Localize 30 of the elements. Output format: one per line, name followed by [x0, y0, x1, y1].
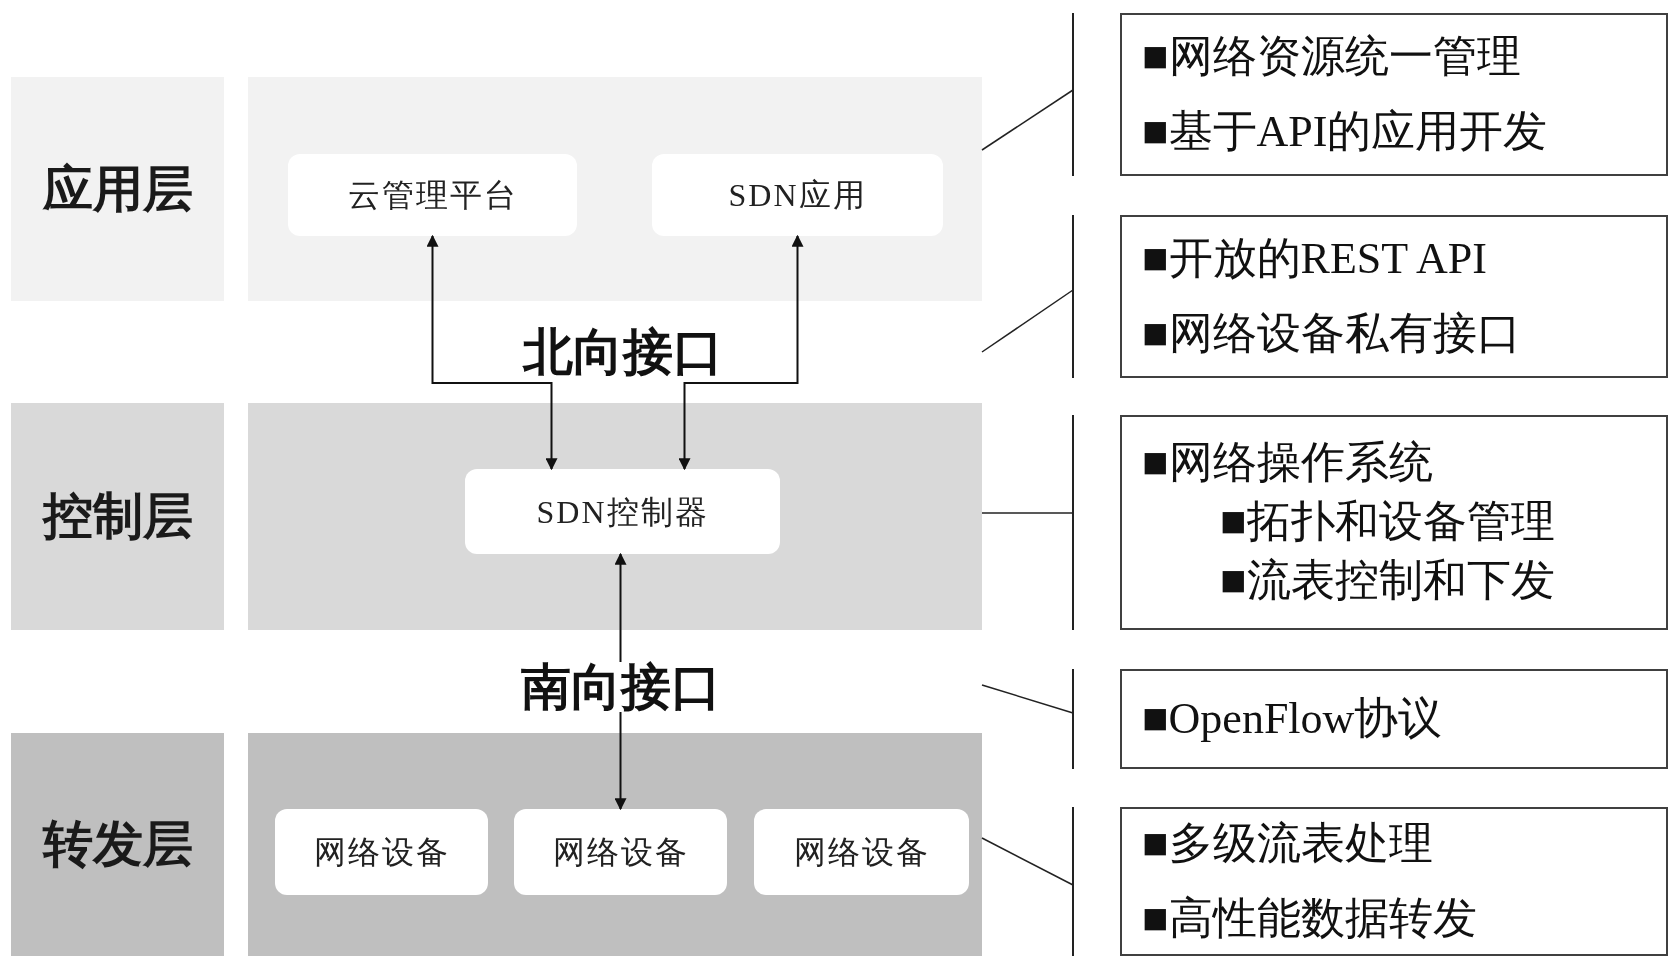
description-box: [1120, 669, 1668, 769]
description-box: [1120, 13, 1668, 176]
layer-label: 控制层: [11, 403, 224, 630]
component-box: 网络设备: [754, 809, 969, 895]
bullet-text: ■开放的REST API: [1142, 232, 1488, 285]
layer-band: [248, 733, 982, 956]
bullet-text: ■基于API的应用开发: [1142, 105, 1549, 158]
bullet-text: ■拓扑和设备管理: [1219, 496, 1556, 549]
bullet-text: ■网络设备私有接口: [1142, 307, 1522, 360]
bullet-text: ■OpenFlow协议: [1142, 692, 1444, 745]
component-box: SDN控制器: [465, 469, 780, 554]
interface-label: 北向接口: [523, 327, 723, 377]
description-box: [1120, 215, 1668, 378]
bullet-text: ■网络操作系统: [1142, 437, 1434, 490]
description-box: [1120, 415, 1668, 630]
component-box: 网络设备: [514, 809, 727, 895]
component-box: 云管理平台: [288, 154, 577, 236]
bullet-text: ■网络资源统一管理: [1142, 30, 1522, 83]
component-box: 网络设备: [275, 809, 488, 895]
component-box: SDN应用: [652, 154, 943, 236]
arrow: [678, 234, 804, 471]
bullet-text: ■多级流表处理: [1142, 817, 1434, 870]
layer-label: 转发层: [11, 733, 224, 956]
description-box: [1120, 807, 1668, 956]
layer-label: 应用层: [11, 77, 224, 301]
bullet-text: ■流表控制和下发: [1219, 554, 1556, 607]
layer-band: [248, 403, 982, 630]
layer-band: [248, 77, 982, 301]
bullet-text: ■高性能数据转发: [1142, 892, 1478, 945]
arrow: [426, 234, 558, 471]
